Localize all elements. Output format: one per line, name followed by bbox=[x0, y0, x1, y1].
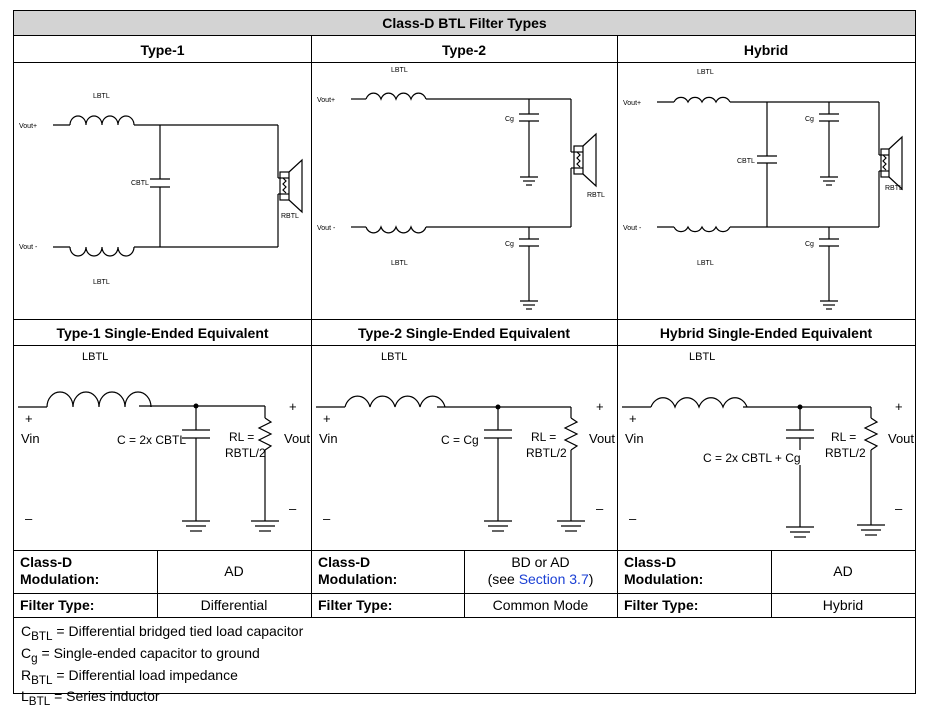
minus-label: – bbox=[323, 511, 331, 526]
legend: CBTL = Differential bridged tied load ca… bbox=[21, 623, 303, 710]
col-divider bbox=[617, 36, 618, 617]
hybrid-header: Hybrid bbox=[743, 42, 789, 58]
type1-header: Type-1 bbox=[140, 42, 185, 58]
type1-se-schematic: + – + – Vin Vout LBTL C = 2x CBTL RL = R… bbox=[18, 351, 310, 532]
col-divider bbox=[464, 550, 465, 617]
vout-label: Vout bbox=[589, 431, 615, 446]
col-divider bbox=[157, 550, 158, 617]
rl-label: RL = bbox=[229, 430, 254, 444]
r-btl-label: RBTL bbox=[587, 192, 605, 199]
l-btl-label: LBTL bbox=[697, 260, 714, 267]
hybrid-filter-type: Hybrid bbox=[822, 597, 864, 613]
vout-plus-label: Vout+ bbox=[317, 97, 335, 104]
minus-label: – bbox=[289, 501, 297, 516]
l-btl-label: LBTL bbox=[93, 93, 110, 100]
l-btl-label: LBTL bbox=[689, 351, 715, 363]
plus-label: + bbox=[323, 411, 331, 426]
c-btl-label: CBTL bbox=[131, 180, 149, 187]
minus-label: – bbox=[895, 501, 903, 516]
minus-label: – bbox=[25, 511, 33, 526]
hybrid-modulation: AD bbox=[833, 563, 853, 579]
legend-item: CBTL = Differential bridged tied load ca… bbox=[21, 623, 304, 643]
l-btl-label: LBTL bbox=[391, 67, 408, 74]
vout-plus-label: Vout+ bbox=[623, 100, 641, 107]
type1-modulation: AD bbox=[224, 563, 244, 579]
l-btl-label: LBTL bbox=[82, 351, 108, 363]
type2-modulation: BD or AD (see Section 3.7) bbox=[487, 554, 594, 587]
r-btl-label: RBTL bbox=[885, 185, 903, 192]
vout-minus-label: Vout - bbox=[317, 225, 336, 232]
vout-label: Vout bbox=[284, 431, 310, 446]
vin-label: Vin bbox=[319, 431, 338, 446]
hybrid-schematic: Vout+ Vout - LBTL LBTL CBTL Cg Cg RBTL bbox=[623, 69, 903, 310]
type2-filter-label: Filter Type: bbox=[318, 597, 393, 613]
c-label: C = 2x CBTL + Cg bbox=[703, 451, 801, 465]
vin-label: Vin bbox=[21, 431, 40, 446]
minus-label: – bbox=[629, 511, 637, 526]
plus-label: + bbox=[895, 399, 903, 414]
speaker-icon bbox=[573, 132, 597, 188]
junction-dot bbox=[495, 404, 501, 410]
row-divider bbox=[14, 62, 915, 63]
plus-label: + bbox=[289, 399, 297, 414]
r-btl-label: RBTL bbox=[281, 213, 299, 220]
type2-filter-type: Common Mode bbox=[492, 597, 589, 613]
type1-filter-label: Filter Type: bbox=[20, 597, 95, 613]
type2-schematic: Vout+ Vout - LBTL LBTL Cg Cg RBTL bbox=[317, 67, 605, 310]
l-btl-label: LBTL bbox=[697, 69, 714, 76]
legend-item: LBTL = Series inductor bbox=[21, 688, 160, 709]
cg-label: Cg bbox=[505, 116, 514, 123]
junction-dot bbox=[797, 404, 803, 410]
l-btl-label: LBTL bbox=[93, 279, 110, 286]
cg-label: Cg bbox=[805, 116, 814, 123]
hybrid-filter-label: Filter Type: bbox=[624, 597, 699, 613]
vout-label: Vout bbox=[888, 431, 914, 446]
minus-label: – bbox=[596, 501, 604, 516]
junction-dot bbox=[193, 403, 199, 409]
rbtl-label: RBTL/2 bbox=[225, 446, 266, 460]
filter-types-table: Class-D BTL Filter Types Type-1 Type-2 H… bbox=[13, 10, 916, 708]
rl-label: RL = bbox=[831, 430, 856, 444]
table-title: Class-D BTL Filter Types bbox=[382, 15, 547, 31]
hybrid-se-header: Hybrid Single-Ended Equivalent bbox=[659, 325, 873, 341]
type1-se-header: Type-1 Single-Ended Equivalent bbox=[56, 325, 269, 341]
c-label: C = 2x CBTL bbox=[117, 433, 186, 447]
legend-item: RBTL = Differential load impedance bbox=[21, 666, 238, 687]
row-divider bbox=[14, 617, 915, 618]
type2-header: Type-2 bbox=[441, 42, 487, 58]
rl-label: RL = bbox=[531, 430, 556, 444]
plus-label: + bbox=[25, 411, 33, 426]
row-divider bbox=[14, 319, 915, 320]
vout-minus-label: Vout - bbox=[19, 244, 38, 251]
section-link[interactable]: Section 3.7 bbox=[518, 571, 589, 587]
speaker-icon bbox=[880, 135, 903, 191]
vout-plus-label: Vout+ bbox=[19, 123, 37, 130]
type1-schematic: Vout+ Vout - LBTL LBTL CBTL RBTL bbox=[19, 93, 303, 286]
vout-minus-label: Vout - bbox=[623, 225, 642, 232]
c-label: C = Cg bbox=[441, 433, 479, 447]
cg-label: Cg bbox=[505, 241, 514, 248]
cg-label: Cg bbox=[805, 241, 814, 248]
type2-se-header: Type-2 Single-Ended Equivalent bbox=[357, 325, 571, 341]
speaker-icon bbox=[279, 158, 303, 214]
hybrid-se-schematic: + – + – Vin Vout LBTL C = 2x CBTL + Cg R… bbox=[622, 351, 914, 538]
l-btl-label: LBTL bbox=[381, 351, 407, 363]
legend-item: Cg = Single-ended capacitor to ground bbox=[21, 644, 260, 665]
vin-label: Vin bbox=[625, 431, 644, 446]
plus-label: + bbox=[629, 411, 637, 426]
rbtl-label: RBTL/2 bbox=[825, 446, 866, 460]
c-btl-label: CBTL bbox=[737, 158, 755, 165]
row-divider bbox=[14, 345, 915, 346]
plus-label: + bbox=[596, 399, 604, 414]
type2-se-schematic: + – + – Vin Vout LBTL C = Cg RL = RBTL/2 bbox=[316, 351, 615, 532]
col-divider bbox=[771, 550, 772, 617]
rbtl-label: RBTL/2 bbox=[526, 446, 567, 460]
title-row bbox=[14, 11, 915, 36]
type1-filter-type: Differential bbox=[200, 597, 268, 613]
l-btl-label: LBTL bbox=[391, 260, 408, 267]
col-divider bbox=[311, 36, 312, 617]
